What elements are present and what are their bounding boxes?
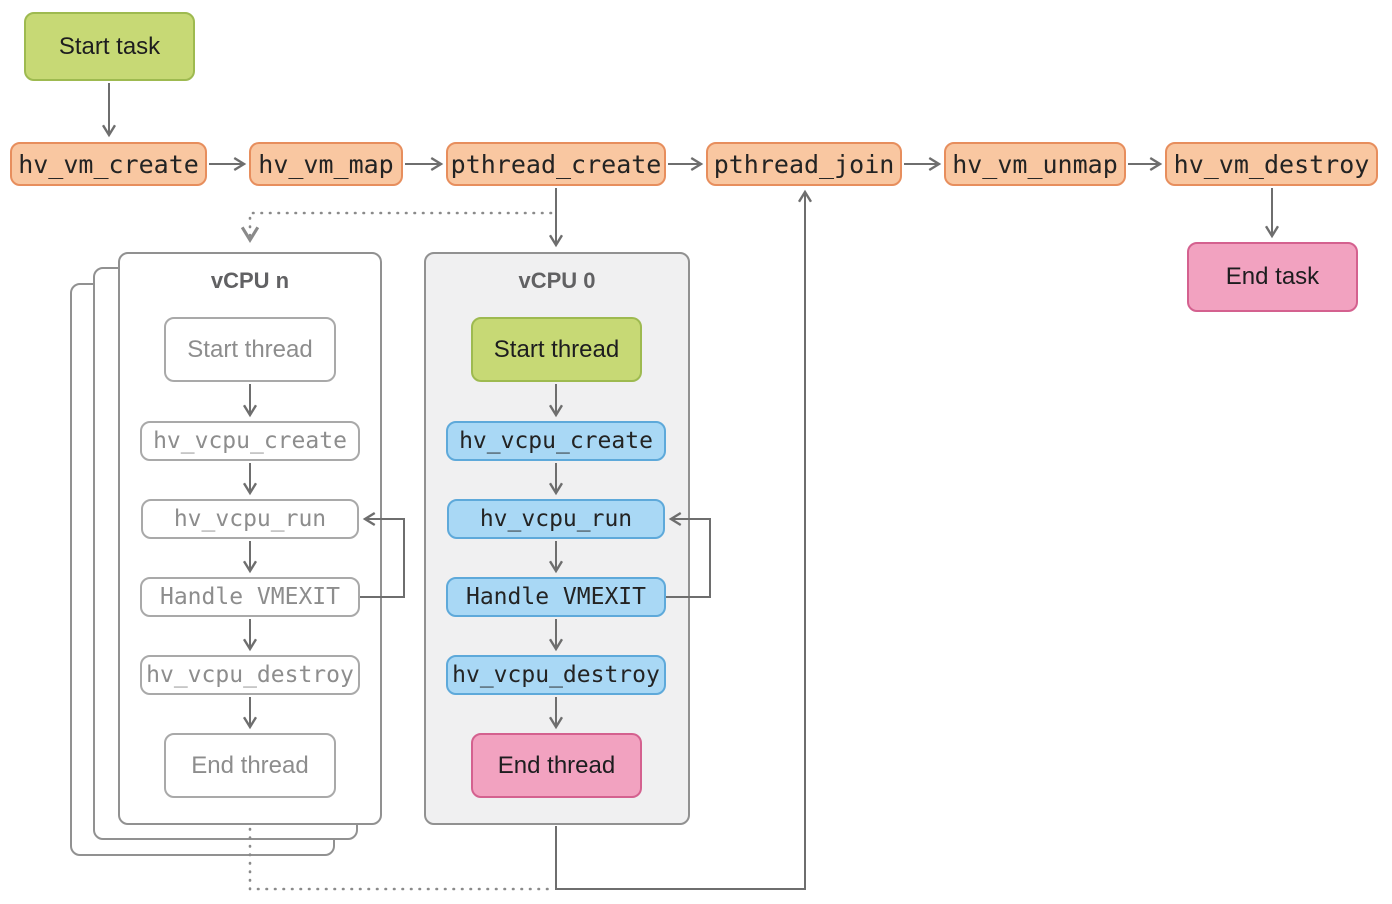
node-0-end-thread: End thread [471,733,642,798]
hv-vm-destroy-label: hv_vm_destroy [1173,149,1370,179]
node-n-hv-vcpu-destroy: hv_vcpu_destroy [140,655,360,695]
0-end-thread-label: End thread [497,751,616,779]
dotted-arrow-pthread-create-to-vcpu-n [240,211,553,243]
node-n-handle-vmexit: Handle VMEXIT [140,577,360,617]
n-start-thread-label: Start thread [187,335,313,363]
node-pthread-join: pthread_join [706,142,902,186]
hv-vm-create-label: hv_vm_create [18,149,199,179]
node-n-hv-vcpu-run: hv_vcpu_run [141,499,359,539]
node-n-hv-vcpu-create: hv_vcpu_create [140,421,360,461]
hv-vm-map-label: hv_vm_map [258,149,394,179]
0-hv-vcpu-destroy-label: hv_vcpu_destroy [452,662,660,688]
node-0-hv-vcpu-run: hv_vcpu_run [447,499,665,539]
node-start-task: Start task [24,12,195,81]
0-handle-vmexit-label: Handle VMEXIT [465,584,646,610]
node-n-end-thread: End thread [164,733,336,798]
node-hv-vm-create: hv_vm_create [10,142,207,186]
vcpu-n-title: vCPU n [210,268,290,293]
node-n-start-thread: Start thread [164,317,336,382]
pthread-create-label: pthread_create [450,149,662,179]
n-hv-vcpu-run-label: hv_vcpu_run [173,506,327,532]
vcpu-0-title: vCPU 0 [518,268,596,293]
0-hv-vcpu-run-label: hv_vcpu_run [479,506,633,532]
node-0-hv-vcpu-create: hv_vcpu_create [446,421,666,461]
pthread-join-label: pthread_join [713,149,895,179]
n-end-thread-label: End thread [191,751,309,779]
node-0-hv-vcpu-destroy: hv_vcpu_destroy [446,655,666,695]
node-pthread-create: pthread_create [446,142,666,186]
node-end-task: End task [1187,242,1358,312]
node-hv-vm-destroy: hv_vm_destroy [1165,142,1378,186]
end-task-label: End task [1225,263,1320,290]
hv-vm-unmap-label: hv_vm_unmap [952,149,1118,179]
0-hv-vcpu-create-label: hv_vcpu_create [459,428,653,454]
0-start-thread-label: Start thread [493,335,620,363]
n-hv-vcpu-destroy-label: hv_vcpu_destroy [146,662,354,688]
node-0-start-thread: Start thread [471,317,642,382]
n-hv-vcpu-create-label: hv_vcpu_create [153,428,347,454]
node-hv-vm-map: hv_vm_map [249,142,403,186]
node-0-handle-vmexit: Handle VMEXIT [446,577,666,617]
start-task-label: Start task [58,32,161,60]
n-handle-vmexit-label: Handle VMEXIT [159,584,340,610]
node-hv-vm-unmap: hv_vm_unmap [944,142,1126,186]
